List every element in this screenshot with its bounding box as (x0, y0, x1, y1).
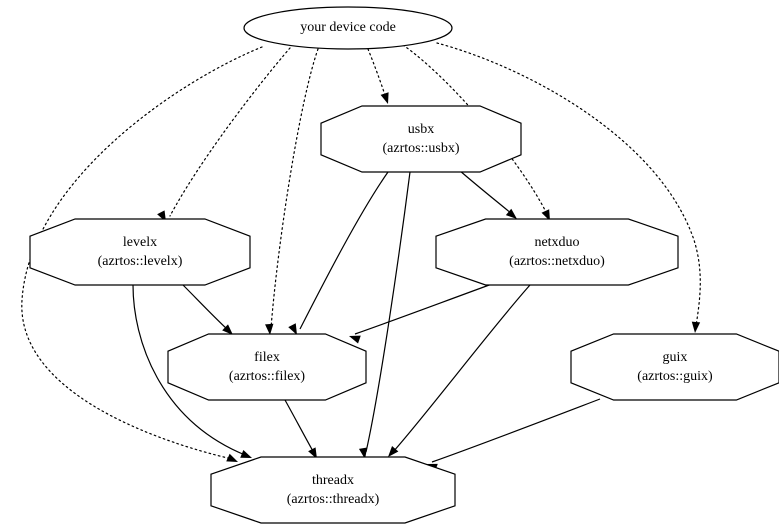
edge-filex-to-threadx (284, 399, 315, 454)
node-label-device-primary: your device code (300, 20, 396, 35)
node-label-filex-namespace: (azrtos::filex) (229, 369, 306, 384)
node-shape-filex (167, 333, 367, 401)
edge-device-to-usbx (367, 48, 387, 99)
node-netxduo[interactable]: netxduo(azrtos::netxduo) (435, 218, 679, 286)
edge-usbx-to-filex (299, 171, 389, 330)
node-label-levelx-primary: levelx (123, 235, 157, 250)
edge-device-to-filex (270, 48, 319, 329)
node-label-guix-primary: guix (663, 350, 688, 365)
node-shape-threadx (210, 456, 456, 524)
arrowhead-usbx-to-threadx (358, 447, 368, 459)
node-device[interactable]: your device code (243, 6, 453, 50)
edge-usbx-to-netxduo (458, 169, 513, 215)
edges-layer (21, 42, 701, 472)
edge-guix-to-threadx (431, 398, 601, 463)
node-filex[interactable]: filex(azrtos::filex) (167, 333, 367, 401)
arrowhead-device-to-netxduo (541, 209, 550, 221)
arrowhead-levelx-to-threadx (240, 449, 252, 458)
node-label-netxduo-namespace: (azrtos::netxduo) (509, 254, 605, 269)
node-label-usbx-namespace: (azrtos::usbx) (383, 141, 460, 156)
node-shape-netxduo (435, 218, 679, 286)
arrowhead-netxduo-to-filex (349, 335, 361, 344)
edge-levelx-to-threadx (132, 284, 246, 456)
node-shape-levelx (29, 218, 251, 286)
edge-levelx-to-filex (181, 283, 229, 331)
node-shape-usbx (320, 105, 522, 173)
arrowhead-device-to-threadx (226, 453, 238, 462)
node-label-guix-namespace: (azrtos::guix) (637, 369, 713, 384)
arrowhead-device-to-filex (265, 323, 274, 335)
node-label-netxduo-primary: netxduo (534, 235, 579, 250)
node-usbx[interactable]: usbx(azrtos::usbx) (320, 105, 522, 173)
edge-device-to-guix (436, 42, 701, 327)
edge-netxduo-to-threadx (392, 284, 531, 453)
node-label-threadx-namespace: (azrtos::threadx) (287, 492, 380, 507)
node-levelx[interactable]: levelx(azrtos::levelx) (29, 218, 251, 286)
node-label-usbx-primary: usbx (408, 122, 434, 137)
node-guix[interactable]: guix(azrtos::guix) (570, 333, 779, 401)
node-threadx[interactable]: threadx(azrtos::threadx) (210, 456, 456, 524)
edge-usbx-to-threadx (365, 171, 411, 453)
node-label-threadx-primary: threadx (312, 473, 354, 488)
arrowhead-usbx-to-netxduo (505, 208, 517, 219)
edge-device-to-levelx (169, 47, 291, 217)
arrowhead-netxduo-to-threadx (388, 445, 399, 457)
node-label-levelx-namespace: (azrtos::levelx) (98, 254, 183, 269)
node-label-filex-primary: filex (254, 350, 280, 365)
arrowhead-device-to-usbx (380, 92, 389, 104)
arrowhead-filex-to-threadx (308, 447, 317, 459)
arrowhead-device-to-guix (691, 321, 701, 333)
arrowhead-levelx-to-filex (222, 324, 233, 335)
edge-netxduo-to-filex (354, 283, 493, 335)
nodes-layer: your device codeusbx(azrtos::usbx)levelx… (29, 6, 779, 524)
node-shape-guix (570, 333, 779, 401)
node-shape-device (243, 6, 453, 50)
arrowhead-usbx-to-filex (288, 323, 297, 335)
